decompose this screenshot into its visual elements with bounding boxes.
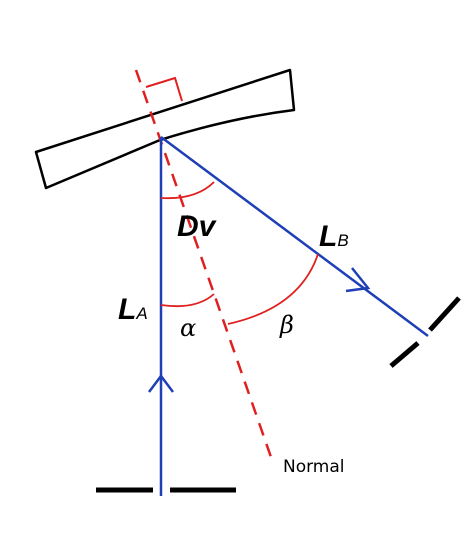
ray-lb bbox=[160, 135, 429, 338]
alpha-label: α bbox=[180, 314, 196, 342]
ray-lb-label: LB bbox=[319, 220, 349, 253]
mirror-bar bbox=[34, 68, 296, 190]
ray-lb-arrow bbox=[345, 267, 371, 293]
normal-line bbox=[134, 69, 274, 461]
right-angle-marker bbox=[145, 76, 183, 102]
beta-angle-arc bbox=[227, 253, 319, 325]
normal-label: Normal bbox=[283, 457, 345, 477]
beta-label: β bbox=[279, 311, 294, 339]
deviation-label: Dv bbox=[177, 210, 218, 243]
right-slit-lower bbox=[389, 341, 420, 368]
ray-la-arrow bbox=[148, 373, 174, 393]
dv-angle-arc bbox=[160, 181, 215, 200]
ray-la-label: LA bbox=[118, 293, 148, 326]
alpha-angle-arc bbox=[160, 293, 215, 308]
right-slit-upper bbox=[428, 296, 461, 332]
